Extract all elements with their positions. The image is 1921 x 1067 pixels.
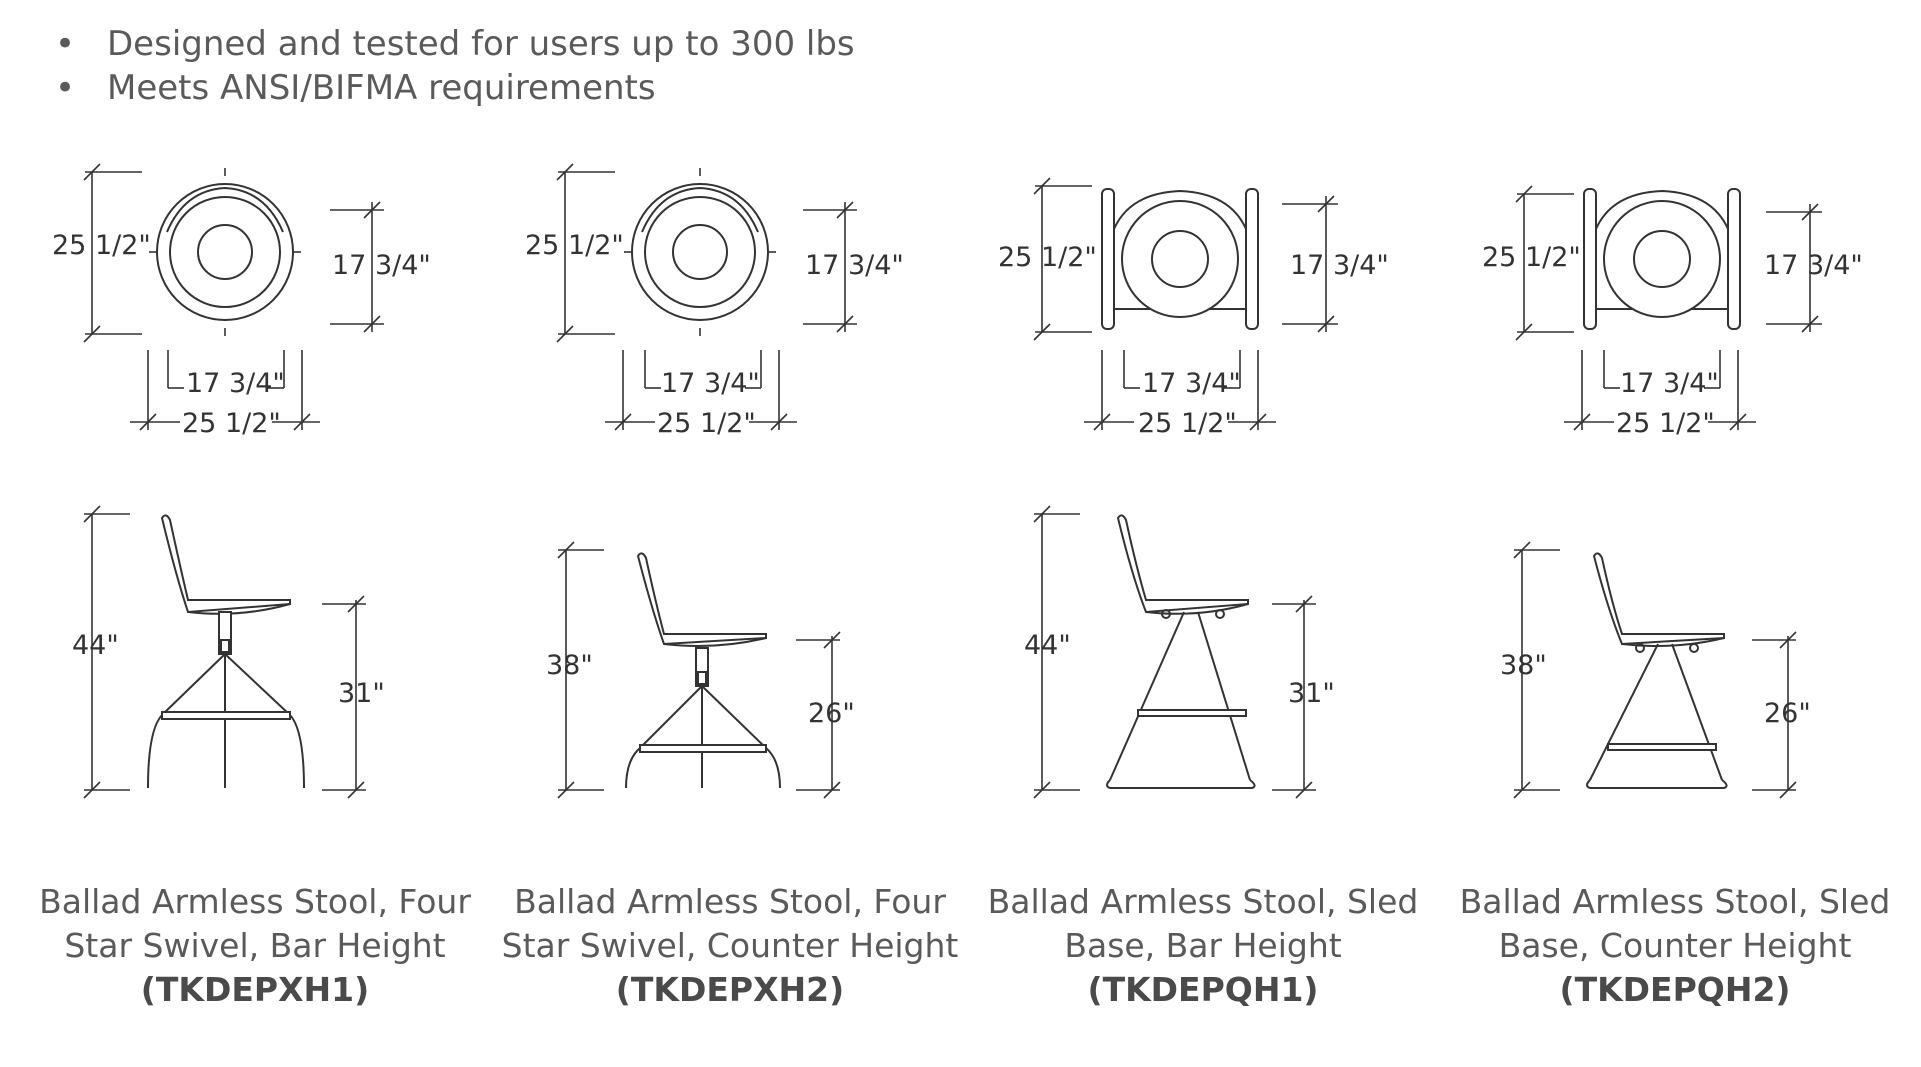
side1-seat-height-label: 31": [338, 678, 385, 709]
side1-height-label: 44": [72, 630, 119, 661]
side-view-four-star-counter: [625, 552, 781, 789]
product-code: (TKDEPXH2): [615, 970, 845, 1009]
feature-item-weight: Designed and tested for users up to 300 …: [55, 22, 855, 66]
top3-depth-label: 25 1/2": [998, 242, 1097, 273]
feature-list: Designed and tested for users up to 300 …: [55, 22, 855, 110]
product-code: (TKDEPQH2): [1559, 970, 1791, 1009]
product-caption-2: Ballad Armless Stool, Four Star Swivel, …: [495, 880, 965, 1012]
top-view-four-star-counter: [624, 168, 776, 336]
product-caption-1: Ballad Armless Stool, Four Star Swivel, …: [20, 880, 490, 1012]
feature-item-bifma: Meets ANSI/BIFMA requirements: [55, 66, 855, 110]
product-name: Ballad Armless Stool, Four Star Swivel, …: [39, 882, 471, 965]
top2-depth-label: 25 1/2": [525, 230, 624, 261]
top4-width-label: 25 1/2": [1616, 408, 1715, 439]
top1-seat-depth-label: 17 3/4": [332, 250, 431, 281]
top-dimensions-2: [556, 163, 857, 431]
top2-seat-depth-label: 17 3/4": [805, 250, 904, 281]
product-code: (TKDEPXH1): [140, 970, 370, 1009]
top3-seat-depth-label: 17 3/4": [1290, 250, 1389, 281]
top1-seat-width-label: 17 3/4": [186, 368, 285, 399]
side-dimensions-3: [1033, 505, 1316, 799]
side3-seat-height-label: 31": [1288, 678, 1335, 709]
top2-seat-width-label: 17 3/4": [661, 368, 760, 399]
top-view-four-star-bar: [149, 168, 301, 336]
top-view-sled-bar: [1101, 188, 1259, 330]
top-dimensions-3: [1033, 177, 1338, 431]
side3-height-label: 44": [1024, 630, 1071, 661]
side-view-four-star-bar: [147, 514, 305, 789]
top1-width-label: 25 1/2": [182, 408, 281, 439]
top1-depth-label: 25 1/2": [52, 230, 151, 261]
side-dimensions-2: [557, 541, 841, 799]
product-code: (TKDEPQH1): [1087, 970, 1319, 1009]
side4-height-label: 38": [1500, 650, 1547, 681]
side2-height-label: 38": [546, 650, 593, 681]
product-caption-3: Ballad Armless Stool, Sled Base, Bar Hei…: [968, 880, 1438, 1012]
side2-seat-height-label: 26": [808, 698, 855, 729]
product-caption-4: Ballad Armless Stool, Sled Base, Counter…: [1440, 880, 1910, 1012]
top4-depth-label: 25 1/2": [1482, 242, 1581, 273]
top-dimensions-1: [83, 163, 384, 431]
top4-seat-width-label: 17 3/4": [1620, 368, 1719, 399]
top-view-sled-counter: [1583, 188, 1741, 330]
product-name: Ballad Armless Stool, Four Star Swivel, …: [501, 882, 959, 965]
top4-seat-depth-label: 17 3/4": [1764, 250, 1863, 281]
top3-width-label: 25 1/2": [1138, 408, 1237, 439]
side-dimensions-4: [1513, 541, 1797, 799]
product-name: Ballad Armless Stool, Sled Base, Counter…: [1459, 882, 1891, 965]
side-view-sled-bar: [1106, 514, 1256, 789]
top3-seat-width-label: 17 3/4": [1142, 368, 1241, 399]
side-dimensions-1: [83, 505, 366, 799]
product-name: Ballad Armless Stool, Sled Base, Bar Hei…: [987, 882, 1419, 965]
side-view-sled-counter: [1586, 552, 1728, 789]
side4-seat-height-label: 26": [1764, 698, 1811, 729]
top2-width-label: 25 1/2": [657, 408, 756, 439]
top-dimensions-4: [1515, 185, 1822, 431]
